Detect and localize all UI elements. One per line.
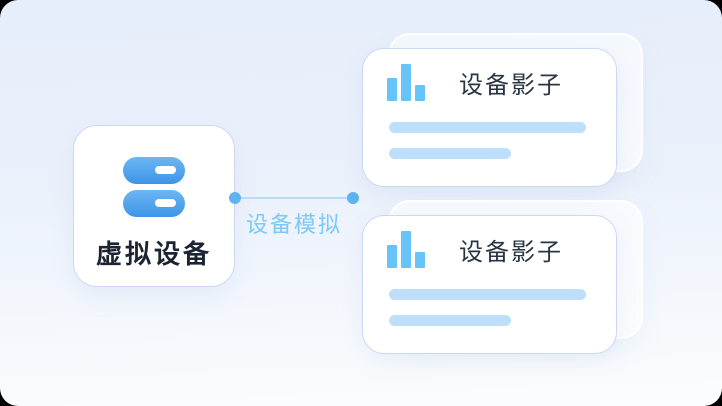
connection-label: 设备模拟 bbox=[246, 213, 343, 238]
card-header: 设备影子 bbox=[387, 230, 616, 268]
device-shadow-title: 设备影子 bbox=[459, 70, 563, 99]
placeholder-line-long bbox=[389, 122, 586, 133]
bar-chart-icon bbox=[387, 230, 425, 268]
server-icon bbox=[123, 157, 185, 217]
placeholder-line-long bbox=[389, 289, 586, 300]
device-shadow-card: 设备影子 bbox=[362, 48, 617, 187]
bar bbox=[415, 84, 425, 101]
server-unit-bottom bbox=[123, 190, 185, 217]
virtual-device-card: 虚拟设备 bbox=[73, 125, 235, 287]
placeholder-line-short bbox=[389, 315, 511, 326]
bar bbox=[401, 230, 411, 268]
bar-chart-icon bbox=[387, 63, 425, 101]
server-slot-dash bbox=[155, 199, 176, 207]
bar bbox=[415, 251, 425, 268]
placeholder-line-short bbox=[389, 148, 511, 159]
device-shadow-card: 设备影子 bbox=[362, 215, 617, 354]
connector-dot-right bbox=[347, 192, 359, 204]
bar bbox=[387, 244, 397, 268]
bar bbox=[387, 77, 397, 101]
server-unit-top bbox=[123, 157, 185, 184]
connector-line bbox=[235, 197, 353, 199]
connector-dot-left bbox=[229, 192, 241, 204]
server-slot-dash bbox=[155, 166, 176, 174]
bar bbox=[401, 63, 411, 101]
virtual-device-label: 虚拟设备 bbox=[95, 240, 212, 270]
device-shadow-title: 设备影子 bbox=[459, 237, 563, 266]
card-header: 设备影子 bbox=[387, 63, 616, 101]
